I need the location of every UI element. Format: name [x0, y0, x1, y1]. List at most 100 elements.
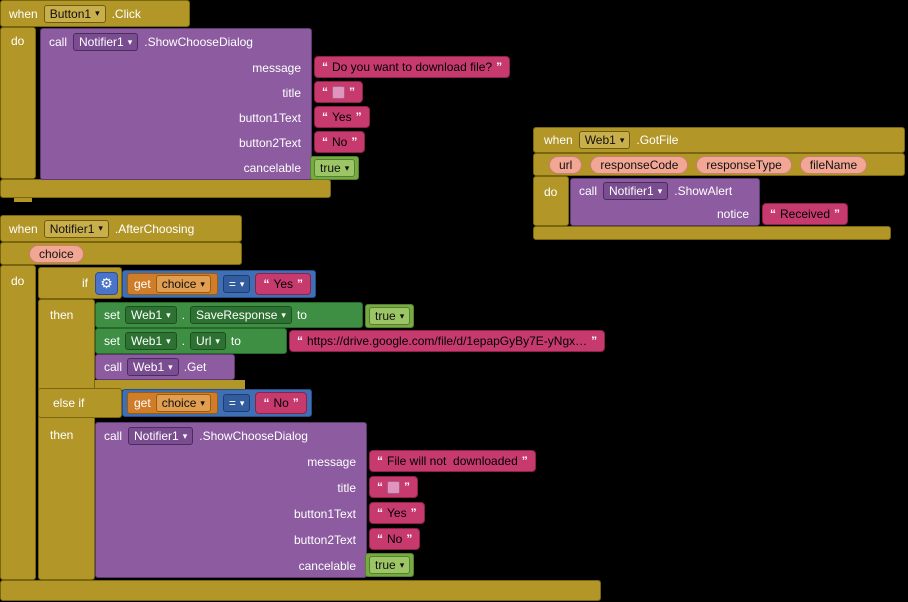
dropdown-value: Button1	[50, 7, 91, 21]
elseif-row[interactable]: else if	[38, 388, 122, 418]
arg-row-title: title	[41, 80, 311, 105]
event-block-bottom-arm[interactable]	[0, 580, 601, 601]
string-value[interactable]: Yes	[273, 277, 293, 291]
property-dropdown-saveresponse[interactable]: SaveResponse ▾	[190, 306, 292, 324]
event-block-bottom-arm[interactable]	[533, 226, 891, 240]
string-value[interactable]: Yes	[387, 506, 407, 520]
set-web1-url-block[interactable]: set Web1 ▾ . Url ▾ to	[95, 328, 287, 354]
to-keyword: to	[231, 334, 241, 348]
logic-dropdown[interactable]: true ▾	[369, 307, 410, 325]
event-params-row[interactable]: url responseCode responseType fileName	[533, 153, 905, 176]
empty-text-field[interactable]	[332, 86, 345, 99]
param-pill-url[interactable]: url	[549, 156, 582, 174]
set-web1-saveresponse-block[interactable]: set Web1 ▾ . SaveResponse ▾ to	[95, 302, 363, 328]
arg-label-button1text: button1Text	[294, 507, 356, 521]
param-pill-filename[interactable]: fileName	[800, 156, 867, 174]
component-dropdown-notifier1[interactable]: Notifier1 ▾	[44, 220, 109, 238]
text-block-yes-cond[interactable]: “ Yes ”	[255, 273, 311, 295]
text-block-message-1[interactable]: “ Do you want to download file? ”	[314, 56, 510, 78]
text-block-url[interactable]: “ https://drive.google.com/file/d/1epapG…	[289, 330, 605, 352]
call-showalert-block[interactable]: call Notifier1 ▾ .ShowAlert notice	[570, 178, 760, 226]
call-showchoosedialog-block-1[interactable]: call Notifier1 ▾ .ShowChooseDialog messa…	[40, 28, 312, 180]
call-showchoosedialog-block-2[interactable]: call Notifier1 ▾ .ShowChooseDialog messa…	[95, 422, 367, 578]
event-block-left-arm[interactable]: do	[0, 27, 36, 179]
when-keyword: when	[544, 133, 573, 147]
call-web1-get-block[interactable]: call Web1 ▾ .Get	[95, 354, 235, 380]
dropdown-arrow-icon: ▾	[400, 312, 405, 321]
string-value[interactable]: Yes	[332, 110, 352, 124]
dropdown-value: Notifier1	[609, 184, 654, 198]
arg-row-message: message	[96, 449, 366, 475]
param-pill-responsetype[interactable]: responseType	[696, 156, 791, 174]
string-value[interactable]: File will not downloaded	[387, 454, 518, 468]
component-dropdown-notifier1[interactable]: Notifier1 ▾	[73, 33, 138, 51]
event-block-web1-gotfile-header[interactable]: when Web1 ▾ .GotFile	[533, 127, 905, 153]
dropdown-value: choice	[162, 396, 197, 410]
arg-row-cancelable: cancelable	[96, 553, 366, 579]
operator-dropdown-equals[interactable]: = ▾	[223, 394, 251, 412]
equals-block-1[interactable]: get choice ▾ = ▾ “ Yes ”	[122, 270, 316, 298]
operator-dropdown-equals[interactable]: = ▾	[223, 275, 251, 293]
property-dropdown-url[interactable]: Url ▾	[190, 332, 226, 350]
dropdown-arrow-icon: ▾	[240, 280, 245, 289]
text-block-yes-1[interactable]: “ Yes ”	[314, 106, 370, 128]
param-pill-choice[interactable]: choice	[29, 245, 84, 263]
logic-dropdown[interactable]: true ▾	[314, 159, 355, 177]
component-dropdown-button1[interactable]: Button1 ▾	[44, 5, 106, 23]
string-value[interactable]: https://drive.google.com/file/d/1epapGyB…	[307, 334, 587, 348]
component-dropdown-web1[interactable]: Web1 ▾	[125, 306, 177, 324]
event-block-left-arm[interactable]: do	[0, 265, 36, 580]
then-keyword-2: then	[50, 428, 73, 442]
text-block-no-1[interactable]: “ No ”	[314, 131, 365, 153]
dropdown-value: =	[229, 396, 236, 410]
if-block-header[interactable]: if ⚙	[38, 267, 122, 299]
empty-text-field[interactable]	[387, 481, 400, 494]
open-quote: “	[377, 506, 383, 520]
open-quote: “	[263, 396, 269, 410]
component-dropdown-web1[interactable]: Web1 ▾	[579, 131, 631, 149]
component-dropdown-web1[interactable]: Web1 ▾	[125, 332, 177, 350]
event-params-row[interactable]: choice	[0, 242, 242, 265]
logic-true-block-1[interactable]: true ▾	[310, 156, 359, 180]
text-block-title-empty-1[interactable]: “ ”	[314, 81, 363, 103]
component-dropdown-notifier1[interactable]: Notifier1 ▾	[128, 427, 193, 445]
string-value[interactable]: No	[273, 396, 288, 410]
event-block-bottom-arm[interactable]	[0, 179, 331, 198]
text-block-no-cond[interactable]: “ No ”	[255, 392, 306, 414]
arg-row-message: message	[41, 55, 311, 80]
open-quote: “	[322, 60, 328, 74]
logic-true-block-3[interactable]: true ▾	[365, 553, 414, 577]
string-value[interactable]: Received	[780, 207, 830, 221]
component-dropdown-web1[interactable]: Web1 ▾	[127, 358, 179, 376]
param-pill-responsecode[interactable]: responseCode	[590, 156, 688, 174]
logic-true-block-2[interactable]: true ▾	[365, 304, 414, 328]
logic-dropdown[interactable]: true ▾	[369, 556, 410, 574]
text-block-no-2[interactable]: “ No ”	[369, 528, 420, 550]
dropdown-arrow-icon: ▾	[215, 337, 220, 346]
variable-dropdown-choice[interactable]: choice ▾	[156, 275, 211, 293]
set-keyword: set	[104, 334, 120, 348]
get-choice-block-2[interactable]: get choice ▾	[127, 392, 218, 414]
text-block-message-2[interactable]: “ File will not downloaded ”	[369, 450, 536, 472]
mutator-gear-icon[interactable]: ⚙	[95, 272, 118, 295]
string-value[interactable]: No	[332, 135, 347, 149]
string-value[interactable]: Do you want to download file?	[332, 60, 492, 74]
get-choice-block-1[interactable]: get choice ▾	[127, 273, 218, 295]
event-block-left-arm[interactable]: do	[533, 176, 569, 226]
dropdown-arrow-icon: ▾	[183, 432, 188, 441]
variable-dropdown-choice[interactable]: choice ▾	[156, 394, 211, 412]
then-keyword-1: then	[50, 308, 73, 322]
text-block-title-empty-2[interactable]: “ ”	[369, 476, 418, 498]
next-connector-tab	[14, 198, 32, 202]
text-block-yes-2[interactable]: “ Yes ”	[369, 502, 425, 524]
event-block-button1-click-header[interactable]: when Button1 ▾ .Click	[0, 0, 190, 27]
equals-block-2[interactable]: get choice ▾ = ▾ “ No ”	[122, 389, 312, 417]
string-value[interactable]: No	[387, 532, 402, 546]
text-block-received[interactable]: “ Received ”	[762, 203, 848, 225]
component-dropdown-notifier1[interactable]: Notifier1 ▾	[603, 182, 668, 200]
close-quote: ”	[406, 532, 412, 546]
event-block-afterchoosing-header[interactable]: when Notifier1 ▾ .AfterChoosing	[0, 215, 242, 242]
set-keyword: set	[104, 308, 120, 322]
event-name-label: .Click	[112, 7, 141, 21]
